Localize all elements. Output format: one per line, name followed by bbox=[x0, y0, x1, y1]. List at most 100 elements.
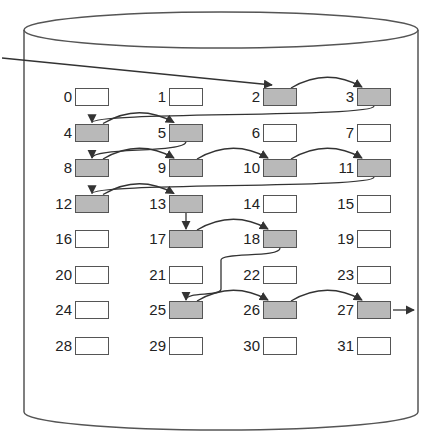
disk-block: 14 bbox=[240, 195, 297, 213]
block-number: 22 bbox=[240, 266, 260, 284]
block-pointer bbox=[103, 148, 174, 159]
block-number: 24 bbox=[52, 301, 72, 319]
disk-block: 25 bbox=[146, 301, 203, 319]
disk-block: 4 bbox=[52, 124, 109, 142]
disk-block: 3 bbox=[334, 88, 391, 106]
free-block bbox=[169, 88, 203, 106]
disk-block: 21 bbox=[146, 266, 203, 284]
allocated-block bbox=[263, 159, 297, 177]
disk-block: 22 bbox=[240, 266, 297, 284]
block-number: 28 bbox=[52, 337, 72, 355]
free-block bbox=[75, 88, 109, 106]
free-block bbox=[169, 266, 203, 284]
disk-block: 15 bbox=[334, 195, 391, 213]
block-pointer bbox=[291, 148, 362, 159]
disk-block: 23 bbox=[334, 266, 391, 284]
free-block bbox=[169, 337, 203, 355]
block-number: 6 bbox=[240, 124, 260, 142]
block-pointer bbox=[103, 184, 174, 195]
disk-block: 1 bbox=[146, 88, 203, 106]
free-block bbox=[357, 266, 391, 284]
disk-block: 2 bbox=[240, 88, 297, 106]
cylinder-top bbox=[24, 12, 418, 48]
allocated-block bbox=[169, 301, 203, 319]
block-number: 11 bbox=[334, 159, 354, 177]
block-number: 26 bbox=[240, 301, 260, 319]
block-number: 16 bbox=[52, 230, 72, 248]
block-number: 23 bbox=[334, 266, 354, 284]
disk-block: 30 bbox=[240, 337, 297, 355]
disk-block: 8 bbox=[52, 159, 109, 177]
disk-block: 10 bbox=[240, 159, 297, 177]
disk-block: 13 bbox=[146, 195, 203, 213]
allocated-block bbox=[75, 124, 109, 142]
block-pointer bbox=[103, 113, 174, 124]
free-block bbox=[357, 195, 391, 213]
allocated-block bbox=[357, 88, 391, 106]
block-number: 14 bbox=[240, 195, 260, 213]
free-block bbox=[75, 301, 109, 319]
free-block bbox=[75, 337, 109, 355]
disk-block: 12 bbox=[52, 195, 109, 213]
disk-block: 27 bbox=[334, 301, 391, 319]
disk-block: 26 bbox=[240, 301, 297, 319]
allocated-block bbox=[263, 301, 297, 319]
block-pointer bbox=[197, 219, 268, 230]
disk-block: 31 bbox=[334, 337, 391, 355]
block-number: 1 bbox=[146, 88, 166, 106]
disk-block: 0 bbox=[52, 88, 109, 106]
free-block bbox=[263, 124, 297, 142]
block-number: 15 bbox=[334, 195, 354, 213]
block-number: 8 bbox=[52, 159, 72, 177]
block-number: 2 bbox=[240, 88, 260, 106]
block-number: 3 bbox=[334, 88, 354, 106]
cylinder-side bbox=[417, 30, 419, 412]
disk-block: 5 bbox=[146, 124, 203, 142]
free-block bbox=[263, 266, 297, 284]
allocated-block bbox=[169, 159, 203, 177]
block-number: 31 bbox=[334, 337, 354, 355]
disk-block: 18 bbox=[240, 230, 297, 248]
block-number: 25 bbox=[146, 301, 166, 319]
block-number: 30 bbox=[240, 337, 260, 355]
block-pointer bbox=[197, 290, 268, 301]
allocated-block bbox=[75, 159, 109, 177]
allocated-block bbox=[169, 230, 203, 248]
disk-block: 9 bbox=[146, 159, 203, 177]
cylinder-bottom bbox=[24, 412, 418, 430]
disk-block: 11 bbox=[334, 159, 391, 177]
block-pointer bbox=[197, 148, 268, 159]
free-block bbox=[75, 230, 109, 248]
allocated-block bbox=[263, 230, 297, 248]
allocated-block bbox=[75, 195, 109, 213]
block-number: 19 bbox=[334, 230, 354, 248]
allocated-block bbox=[263, 88, 297, 106]
disk-block: 16 bbox=[52, 230, 109, 248]
block-number: 18 bbox=[240, 230, 260, 248]
free-block bbox=[357, 337, 391, 355]
block-number: 0 bbox=[52, 88, 72, 106]
disk-block: 17 bbox=[146, 230, 203, 248]
allocated-block bbox=[357, 301, 391, 319]
allocated-block bbox=[169, 195, 203, 213]
block-number: 12 bbox=[52, 195, 72, 213]
block-number: 5 bbox=[146, 124, 166, 142]
disk-block: 19 bbox=[334, 230, 391, 248]
free-block bbox=[263, 337, 297, 355]
free-block bbox=[263, 195, 297, 213]
block-pointer bbox=[92, 142, 186, 159]
allocated-block bbox=[357, 159, 391, 177]
block-pointer bbox=[92, 177, 374, 194]
cylinder-side bbox=[23, 30, 25, 412]
disk-block: 6 bbox=[240, 124, 297, 142]
free-block bbox=[357, 124, 391, 142]
disk-block: 20 bbox=[52, 266, 109, 284]
disk-block: 28 bbox=[52, 337, 109, 355]
block-number: 4 bbox=[52, 124, 72, 142]
block-number: 9 bbox=[146, 159, 166, 177]
file-start-pointer bbox=[2, 58, 272, 85]
chain-continues-arrow bbox=[393, 309, 414, 310]
disk-block: 7 bbox=[334, 124, 391, 142]
block-number: 13 bbox=[146, 195, 166, 213]
